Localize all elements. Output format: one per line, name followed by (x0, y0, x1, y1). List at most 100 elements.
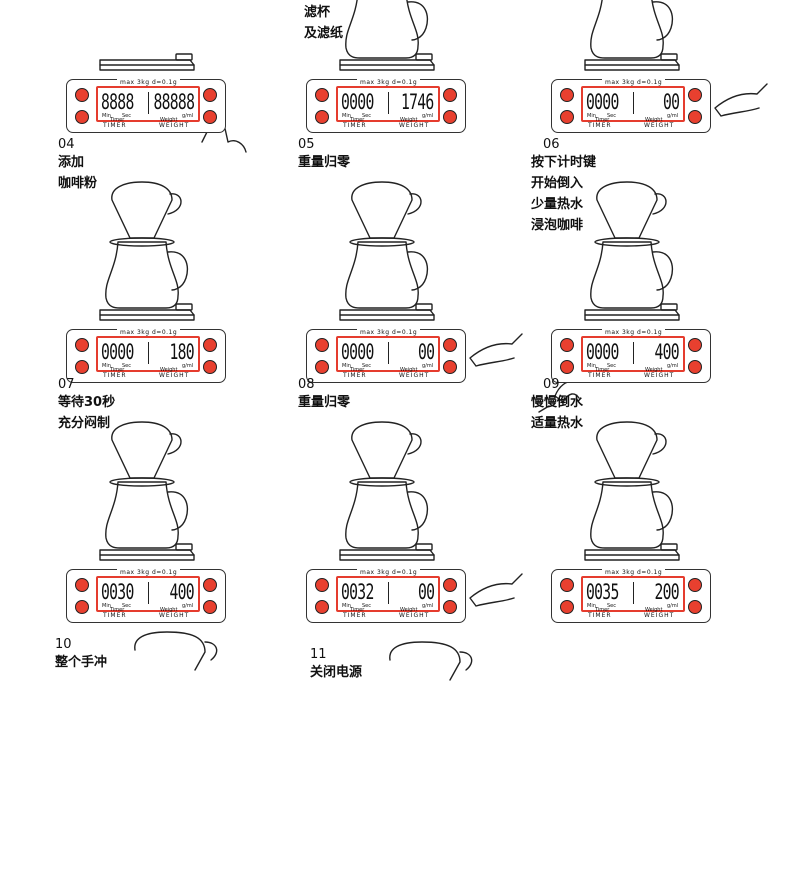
timer-button[interactable] (315, 88, 329, 102)
step-illustration (584, 0, 680, 71)
step-illustration (99, 421, 195, 561)
timer-small-label: Timer (110, 367, 125, 373)
max-capacity-label: max 3kg d=0.1g (117, 329, 181, 336)
lcd-separator (388, 342, 389, 364)
weight-small-label: Weight (400, 367, 418, 373)
timer-label: TIMER (103, 122, 127, 129)
handle-icon (459, 651, 473, 671)
power-button[interactable] (688, 600, 702, 614)
lcd-separator (633, 92, 634, 114)
weight-readout: 400 (654, 340, 680, 364)
timer-button[interactable] (75, 578, 89, 592)
tare-button[interactable] (443, 578, 457, 592)
server-pot-icon (345, 0, 419, 59)
dripper-handle-icon (652, 193, 667, 215)
sec-label: Sec (362, 113, 371, 119)
power-button[interactable] (443, 110, 457, 124)
scale-base-icon (584, 64, 680, 71)
weight-label: WEIGHT (159, 372, 190, 379)
timer-button[interactable] (560, 88, 574, 102)
scale-icon (584, 549, 680, 556)
timer-lower-button[interactable] (75, 360, 89, 374)
timer-lower-button[interactable] (75, 110, 89, 124)
timer-small-label: Timer (595, 117, 610, 123)
weight-small-label: Weight (160, 367, 178, 373)
sec-label: Sec (607, 113, 616, 119)
dripper-handle-icon (167, 193, 182, 215)
tare-button[interactable] (443, 88, 457, 102)
dripper-icon (111, 421, 173, 479)
weight-label: WEIGHT (644, 612, 675, 619)
power-button[interactable] (203, 360, 217, 374)
timer-lower-button[interactable] (315, 110, 329, 124)
pot-handle-icon (652, 251, 674, 291)
hand-illustration (469, 333, 523, 367)
step-caption: 重量归零 (298, 155, 351, 170)
timer-small-label: Timer (350, 117, 365, 123)
step-caption: 按下计时键 开始倒入 少量热水 浸泡咖啡 (531, 155, 597, 233)
weight-small-label: Weight (645, 367, 663, 373)
timer-button[interactable] (315, 578, 329, 592)
tare-button[interactable] (203, 578, 217, 592)
dripper-icon (351, 421, 413, 479)
scale-base-icon (584, 314, 680, 321)
power-button[interactable] (443, 600, 457, 614)
tare-button[interactable] (443, 338, 457, 352)
timer-readout: 8888 (101, 90, 134, 114)
dripper-handle-icon (407, 193, 422, 215)
min-label: Min (587, 363, 596, 369)
tare-button[interactable] (203, 338, 217, 352)
scale-icon (99, 309, 195, 316)
gml-unit-label: g/ml (667, 603, 679, 609)
gml-unit-label: g/ml (182, 113, 194, 119)
pot-handle-icon (407, 251, 429, 291)
timer-lower-button[interactable] (75, 600, 89, 614)
power-button[interactable] (688, 110, 702, 124)
dripper-handle-icon (652, 433, 667, 455)
power-button[interactable] (688, 360, 702, 374)
timer-small-label: Timer (350, 607, 365, 613)
sec-label: Sec (122, 113, 131, 119)
max-capacity-label: max 3kg d=0.1g (357, 329, 421, 336)
step-illustration (134, 631, 218, 671)
max-capacity-label: max 3kg d=0.1g (117, 569, 181, 576)
hand-illustration (538, 380, 580, 413)
timer-button[interactable] (560, 338, 574, 352)
server-pot-icon (590, 481, 664, 549)
tare-button[interactable] (688, 338, 702, 352)
timer-button[interactable] (75, 88, 89, 102)
timer-lower-button[interactable] (560, 360, 574, 374)
timer-lower-button[interactable] (315, 600, 329, 614)
scale-base-icon (99, 554, 195, 561)
power-button[interactable] (443, 360, 457, 374)
scale-base-icon (99, 64, 195, 71)
step-caption: 重量归零 (298, 395, 351, 410)
timer-lower-button[interactable] (560, 600, 574, 614)
timer-lower-button[interactable] (315, 360, 329, 374)
tare-button[interactable] (688, 88, 702, 102)
power-button[interactable] (203, 600, 217, 614)
power-button[interactable] (203, 110, 217, 124)
server-pot-icon (345, 241, 419, 309)
tare-button[interactable] (203, 88, 217, 102)
timer-label: TIMER (343, 372, 367, 379)
timer-button[interactable] (75, 338, 89, 352)
step-caption: 慢慢倒水 适量热水 (531, 395, 584, 431)
hand-illustration (469, 573, 523, 607)
timer-readout: 0000 (586, 90, 619, 114)
pot-handle-icon (407, 1, 429, 41)
pot-handle-icon (407, 491, 429, 531)
timer-button[interactable] (315, 338, 329, 352)
timer-button[interactable] (560, 578, 574, 592)
max-capacity-label: max 3kg d=0.1g (602, 329, 666, 336)
step-illustration (339, 181, 435, 321)
weight-readout: 88888 (153, 90, 194, 114)
tare-button[interactable] (688, 578, 702, 592)
weight-label: WEIGHT (159, 122, 190, 129)
timer-lower-button[interactable] (560, 110, 574, 124)
gml-unit-label: g/ml (422, 113, 434, 119)
